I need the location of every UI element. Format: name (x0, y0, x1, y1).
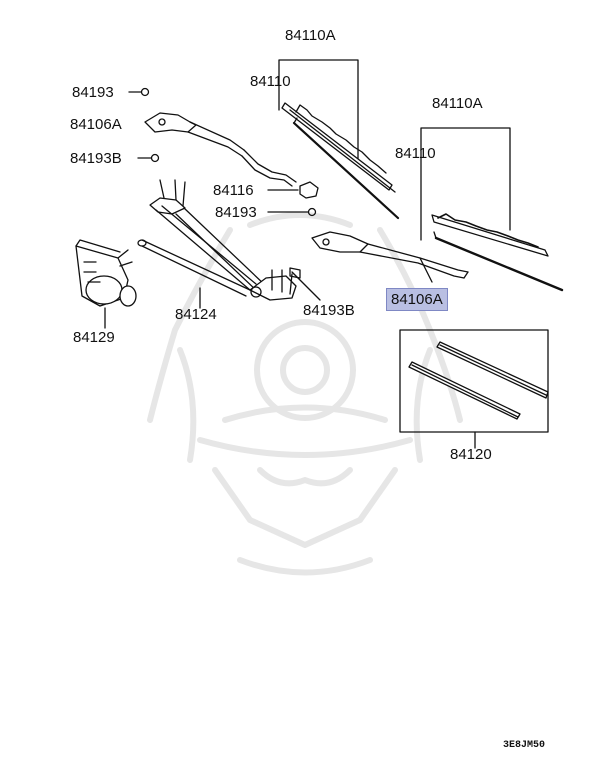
wiper-linkage (137, 179, 301, 301)
part-label-84110-right: 84110 (395, 145, 436, 162)
refill-box (399, 329, 549, 433)
part-label-84110-top: 84110 (250, 73, 291, 90)
part-label-84120: 84120 (450, 446, 492, 463)
part-label-84110a-right: 84110A (432, 95, 483, 112)
part-label-84124: 84124 (175, 306, 217, 323)
part-label-84193-mid: 84193 (215, 204, 257, 221)
wiper-blade-a (281, 102, 400, 220)
wiper-motor (75, 239, 137, 307)
bracket-blade-a (278, 59, 359, 166)
part-label-84193-top: 84193 (72, 84, 114, 101)
part-label-84116: 84116 (213, 182, 254, 199)
wiper-arm-left (144, 112, 297, 187)
nut-84193-top (140, 87, 150, 97)
part-label-84129: 84129 (73, 329, 115, 346)
nut-84193b-left (150, 153, 160, 163)
bracket-blade-b (420, 127, 511, 241)
wiper-blade-b (431, 213, 564, 292)
part-label-84193b-left: 84193B (70, 150, 122, 167)
part-label-84106a-right-highlighted[interactable]: 84106A (386, 288, 448, 311)
diagram-code: 3E8JM50 (503, 740, 546, 751)
part-label-84193b-right: 84193B (303, 302, 355, 319)
leader-nut-right (291, 271, 321, 301)
wiper-arm-right (311, 231, 469, 279)
leader-arm-right (419, 257, 433, 283)
part-label-84110a-top: 84110A (285, 27, 336, 44)
wiper-refills (408, 341, 549, 420)
cap-84116 (267, 181, 319, 199)
part-label-84106a-left: 84106A (70, 116, 122, 133)
nut-84193-mid (307, 207, 317, 217)
